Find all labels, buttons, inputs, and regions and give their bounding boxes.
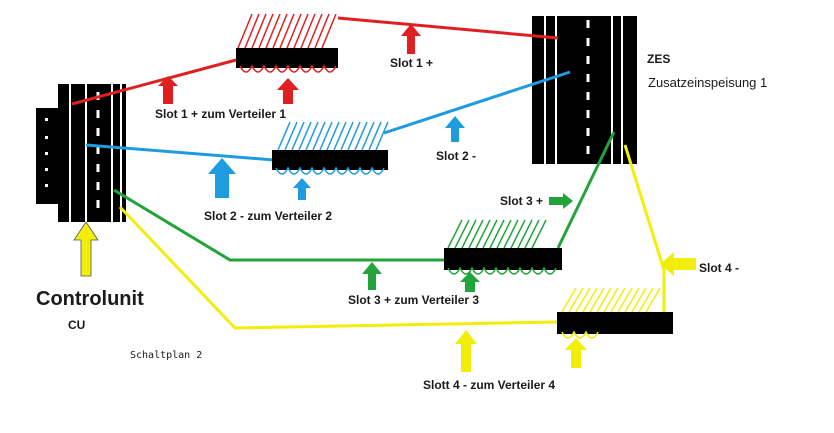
label-zes: ZES	[647, 52, 671, 66]
arrow-red-1	[158, 76, 178, 104]
label-slot1-to-distributor: Slot 1 + zum Verteiler 1	[155, 107, 287, 121]
distributor-3	[444, 219, 562, 275]
slot4-wire	[118, 144, 666, 330]
label-slot1-plus: Slot 1 +	[390, 56, 434, 70]
arrow-yellow-1	[455, 330, 477, 372]
label-slot3-to-distributor: Slot 3 + zum Verteiler 3	[348, 293, 480, 307]
label-slot3-plus: Slot 3 +	[500, 194, 544, 208]
arrow-red-2	[277, 78, 299, 104]
label-slot4-minus: Slot 4 -	[699, 261, 740, 275]
label-slot2-to-distributor: Slot 2 - zum Verteiler 2	[204, 209, 333, 223]
label-schaltplan: Schaltplan 2	[130, 350, 203, 361]
arrow-yellow-2	[565, 338, 587, 368]
label-controlunit: Controlunit	[36, 288, 144, 310]
distributor-4	[557, 287, 673, 339]
label-cu: CU	[68, 318, 86, 332]
zes-track	[532, 16, 637, 164]
controlunit-track	[36, 84, 126, 222]
arrow-green-1	[362, 262, 382, 290]
label-slot2-minus: Slot 2 -	[436, 149, 477, 163]
arrow-yellow-3	[660, 252, 696, 276]
arrow-blue-3	[445, 116, 465, 142]
distributor-2	[272, 121, 389, 175]
slot1-wire	[71, 16, 559, 106]
arrow-blue-1	[208, 158, 236, 198]
slot2-wire	[85, 70, 571, 162]
arrow-yellow-cu	[73, 221, 99, 277]
slot3-wire	[113, 131, 616, 262]
arrow-green-3	[549, 193, 573, 209]
label-slot4-to-distributor: Slott 4 - zum Verteiler 4	[423, 378, 556, 392]
arrow-red-3	[401, 24, 421, 54]
arrow-green-2	[460, 272, 480, 292]
distributor-1	[236, 13, 338, 73]
arrow-blue-2	[293, 178, 311, 200]
label-zes-full: Zusatzeinspeisung 1	[648, 75, 768, 90]
